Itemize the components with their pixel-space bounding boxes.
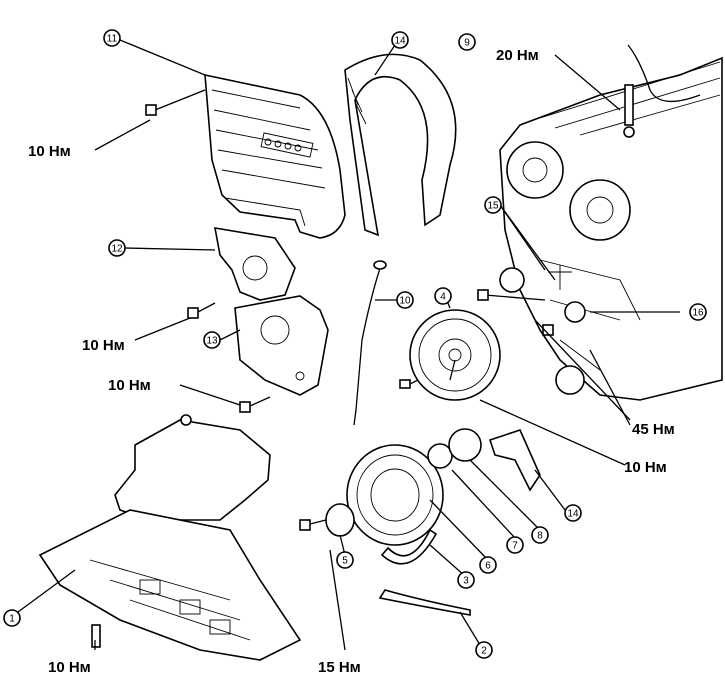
torque-label-shield: 10 Нм — [48, 659, 91, 676]
water-pump-pulley — [399, 309, 501, 401]
cover-bolt — [145, 89, 206, 116]
torque-label-plate-13: 10 Нм — [108, 377, 151, 394]
callout-3: 3 — [457, 571, 475, 589]
callout-4: 4 — [434, 287, 452, 305]
plate-bolts — [187, 302, 271, 413]
tensioner-assembly — [477, 289, 554, 346]
torque-label-crank: 15 Нм — [318, 659, 361, 676]
engine-block — [499, 56, 723, 401]
callout-11: 11 — [103, 29, 121, 47]
svg-text:14: 14 — [567, 509, 579, 520]
svg-text:1: 1 — [9, 614, 15, 625]
callout-6: 6 — [479, 556, 497, 574]
callout-10: 10 — [396, 291, 414, 309]
svg-text:4: 4 — [440, 292, 446, 303]
torque-label-cover-bolt: 10 Нм — [28, 143, 71, 160]
callout-13: 13 — [203, 331, 221, 349]
svg-text:16: 16 — [692, 308, 704, 319]
svg-text:12: 12 — [111, 244, 123, 255]
callout-5: 5 — [336, 551, 354, 569]
callout-15: 15 — [484, 196, 502, 214]
sprocket-discs — [427, 428, 482, 469]
torque-label-spark-plug: 20 Нм — [496, 47, 539, 64]
oil-dipstick — [353, 260, 387, 426]
callout-8: 8 — [531, 526, 549, 544]
svg-text:9: 9 — [464, 38, 470, 49]
svg-text:2: 2 — [481, 646, 487, 657]
svg-text:5: 5 — [342, 556, 348, 567]
leader-lines — [17, 39, 680, 651]
svg-text:13: 13 — [206, 336, 218, 347]
drive-belts — [378, 429, 541, 616]
crank-washer — [299, 503, 355, 537]
crankshaft-pulley — [346, 444, 444, 546]
torque-label-tensioner: 45 Нм — [632, 421, 675, 438]
callout-9: 9 — [458, 33, 476, 51]
callout-7: 7 — [506, 536, 524, 554]
timing-belt — [344, 53, 457, 237]
callout-16: 16 — [689, 303, 707, 321]
torque-label-pump-pulley: 10 Нм — [624, 459, 667, 476]
callout-14-top: 14 — [391, 31, 409, 49]
cover-plate-13 — [234, 295, 329, 396]
callout-12: 12 — [108, 239, 126, 257]
callout-1: 1 — [3, 609, 21, 627]
callout-14-bottom: 14 — [564, 504, 582, 522]
svg-text:8: 8 — [537, 531, 543, 542]
spark-plug — [623, 44, 701, 138]
svg-text:7: 7 — [512, 541, 518, 552]
svg-text:3: 3 — [463, 576, 469, 587]
svg-text:14: 14 — [394, 36, 406, 47]
svg-text:6: 6 — [485, 561, 491, 572]
svg-text:10: 10 — [399, 296, 411, 307]
cover-plate-12 — [214, 227, 296, 301]
upper-timing-cover — [204, 73, 346, 239]
engine-undercover — [38, 414, 302, 661]
torque-label-plate-12: 10 Нм — [82, 337, 125, 354]
callout-2: 2 — [475, 641, 493, 659]
svg-text:11: 11 — [107, 34, 118, 45]
svg-text:15: 15 — [487, 201, 499, 212]
